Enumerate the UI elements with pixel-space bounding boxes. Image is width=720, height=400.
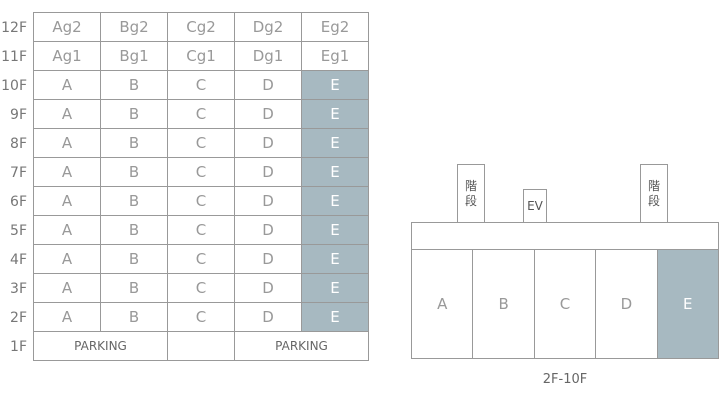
unit-cell: Dg2 (234, 12, 302, 42)
unit-cell: Dg1 (234, 41, 302, 71)
unit-cell: D (234, 186, 302, 216)
unit-cell: D (234, 99, 302, 129)
unit-cell: C (167, 157, 235, 187)
unit-cell: C (167, 128, 235, 158)
unit-cell: A (33, 70, 101, 100)
unit-cell: E (301, 186, 369, 216)
plan-unit: C (533, 249, 597, 359)
unit-cell: A (33, 302, 101, 332)
unit-cell: B (100, 244, 168, 274)
unit-cell: B (100, 273, 168, 303)
unit-cell: Bg2 (100, 12, 168, 42)
floor-label: 3F (10, 280, 27, 297)
unit-cell: D (234, 302, 302, 332)
unit-cell: A (33, 99, 101, 129)
unit-cell: D (234, 128, 302, 158)
unit-cell: E (301, 302, 369, 332)
unit-cell: D (234, 244, 302, 274)
floor-label: 1F (10, 338, 27, 355)
unit-cell: B (100, 99, 168, 129)
unit-cell: D (234, 70, 302, 100)
unit-cell: E (301, 157, 369, 187)
unit-cell: C (167, 273, 235, 303)
unit-cell: Cg2 (167, 12, 235, 42)
unit-cell: B (100, 215, 168, 245)
unit-cell: C (167, 215, 235, 245)
unit-cell: C (167, 302, 235, 332)
unit-cell: E (301, 273, 369, 303)
empty-cell (167, 331, 235, 361)
unit-cell: Ag2 (33, 12, 101, 42)
floor-label: 2F (10, 309, 27, 326)
floor-label: 6F (10, 193, 27, 210)
unit-cell: Cg1 (167, 41, 235, 71)
floor-label: 11F (1, 48, 27, 65)
unit-cell: E (301, 99, 369, 129)
floor-label: 9F (10, 106, 27, 123)
unit-cell: Ag1 (33, 41, 101, 71)
parking-right: PARKING (234, 331, 369, 361)
plan-unit: A (411, 249, 474, 359)
floor-label: 10F (1, 77, 27, 94)
stairs-left: 階 段 (457, 164, 485, 223)
unit-cell: E (301, 244, 369, 274)
unit-cell: D (234, 157, 302, 187)
unit-cell: B (100, 128, 168, 158)
unit-cell: C (167, 70, 235, 100)
floor-label: 7F (10, 164, 27, 181)
unit-cell: B (100, 186, 168, 216)
plan-unit: D (595, 249, 658, 359)
unit-cell: A (33, 273, 101, 303)
floor-label: 4F (10, 251, 27, 268)
plan-caption: 2F-10F (542, 372, 588, 387)
floor-label: 8F (10, 135, 27, 152)
plan-unit: E (656, 249, 719, 359)
floor-label: 12F (1, 19, 27, 36)
unit-cell: D (234, 273, 302, 303)
unit-cell: E (301, 215, 369, 245)
unit-cell: B (100, 302, 168, 332)
stairs-right: 階 段 (640, 164, 668, 223)
unit-cell: Bg1 (100, 41, 168, 71)
unit-cell: Eg2 (301, 12, 369, 42)
elevator: EV (523, 189, 547, 223)
unit-cell: E (301, 70, 369, 100)
unit-cell: Eg1 (301, 41, 369, 71)
unit-cell: A (33, 244, 101, 274)
unit-cell: C (167, 99, 235, 129)
unit-cell: A (33, 186, 101, 216)
parking-left: PARKING (33, 331, 168, 361)
unit-cell: A (33, 157, 101, 187)
unit-cell: C (167, 244, 235, 274)
floor-label: 5F (10, 222, 27, 239)
unit-cell: E (301, 128, 369, 158)
unit-cell: B (100, 157, 168, 187)
unit-cell: B (100, 70, 168, 100)
unit-cell: A (33, 128, 101, 158)
unit-cell: D (234, 215, 302, 245)
plan-unit: B (472, 249, 535, 359)
unit-cell: C (167, 186, 235, 216)
unit-cell: A (33, 215, 101, 245)
corridor (411, 222, 719, 250)
